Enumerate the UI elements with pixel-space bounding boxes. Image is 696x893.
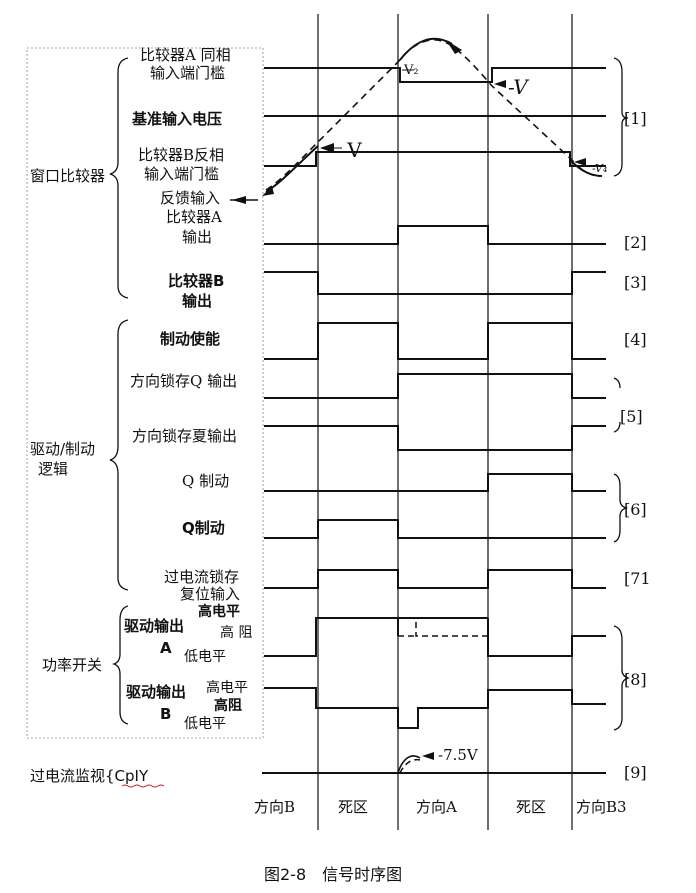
driveA-level-low: 低电平 <box>184 649 226 665</box>
section-labels: 窗口比较器 驱动/制动 逻辑 功率开关 过电流监视{CpIY <box>30 57 165 788</box>
label-qbrake: Q 制动 <box>182 472 229 490</box>
tag-4: [4] <box>624 330 647 349</box>
feedback-peak-solid <box>399 37 453 61</box>
brace-power <box>111 605 129 725</box>
label-cmpB-thresh: 比较器B反相输入端门槛 <box>138 146 224 183</box>
region-4: 死区 <box>516 798 546 816</box>
section-monitor-label: 过电流监视{CpIY <box>30 767 149 785</box>
feedback-rise-solid <box>265 145 319 193</box>
driveB-level-high: 高电平 <box>206 679 248 696</box>
section-drive-label: 驱动/制动 逻辑 <box>30 440 100 478</box>
annotation-negv-top: -V <box>508 75 530 99</box>
bracket-6 <box>613 473 629 543</box>
annotation-v4: -V₄ <box>592 162 607 175</box>
trace-cmpA-out <box>264 225 606 245</box>
trace-cmpB-out <box>264 271 606 295</box>
tag-2: [2] <box>624 233 647 252</box>
driveA-level-z: 高 阻 <box>220 624 252 641</box>
drive-outputs <box>264 617 606 729</box>
digital-traces <box>264 225 606 589</box>
tag-7: [71 <box>624 569 651 588</box>
driveB-level-z: 高阻 <box>214 697 242 714</box>
tag-3: [3] <box>624 273 647 292</box>
driveB-trace <box>264 687 606 729</box>
annotation-negv-left-arrow <box>320 143 334 153</box>
figure-caption: 图2-8 信号时序图 <box>264 865 402 884</box>
annotation-7-5v-arrow <box>422 752 434 760</box>
trace-oc-reset <box>264 569 606 589</box>
region-2: 死区 <box>338 798 368 816</box>
label-frame <box>26 47 264 739</box>
tags: [1] [2] [3] [4] [5] [6] [71 [8] [9] <box>613 57 651 782</box>
tag-9: [9] <box>624 763 647 782</box>
trace-dirQbar <box>264 425 606 451</box>
bracket-5 <box>613 377 621 433</box>
monitor-pulse-dash <box>399 758 421 774</box>
tag-6: [6] <box>624 500 647 519</box>
feedback-fall-solid <box>569 159 603 177</box>
brace-drive <box>109 319 129 591</box>
region-3: 方向A <box>416 798 457 816</box>
tag-1: [1] <box>624 109 647 128</box>
annotation-7-5v: -7.5V <box>438 746 479 764</box>
monitor-pulse <box>397 755 421 774</box>
feedback-curve <box>265 39 601 191</box>
cmpB-threshold-line <box>264 151 606 167</box>
label-dirQ: 方向锁存Q 输出 <box>130 372 237 390</box>
label-ref: 基准输入电压 <box>131 110 222 128</box>
label-cmpA-thresh: 比较器A 同相输入端门槛 <box>140 46 231 82</box>
annotation-negv-top-arrow <box>494 80 506 88</box>
bracket-8 <box>613 625 631 731</box>
trace-qbrake <box>264 473 606 492</box>
driveB-level-low: 低电平 <box>184 716 226 732</box>
overcurrent-trace: -7.5V <box>262 746 606 774</box>
trace-qbarbrake <box>264 519 606 539</box>
region-1: 方向B <box>254 798 295 816</box>
cmpA-threshold-line <box>264 67 606 83</box>
label-feedback: 反馈输入 <box>160 189 220 207</box>
annotation-v4-arrow <box>574 158 586 166</box>
feedback-arrow-top <box>446 40 462 54</box>
trace-brake-en <box>264 322 606 360</box>
label-oc-reset: 过电流锁存复位输入 <box>164 568 240 603</box>
annotation-negv-left: -V <box>342 138 362 162</box>
monitor-squiggle <box>121 784 165 788</box>
section-window-label: 窗口比较器 <box>30 167 105 185</box>
signal-labels: 比较器A 同相输入端门槛 基准输入电压 比较器B反相输入端门槛 反馈输入 比较器… <box>124 46 252 732</box>
tag-8: [8] <box>624 670 647 689</box>
brace-window <box>109 57 129 299</box>
driveA-trace <box>264 617 606 657</box>
bracket-1 <box>613 57 629 177</box>
section-power-label: 功率开关 <box>42 656 102 674</box>
region-labels: 方向B 死区 方向A 死区 方向B3 <box>254 798 627 816</box>
driveA-level-high: 高电平 <box>198 603 240 620</box>
tag-5: [5] <box>620 407 643 426</box>
region-5: 方向B3 <box>576 798 627 816</box>
analog-traces: V₂ -V -V -V₄ <box>230 37 607 204</box>
trace-dirQ <box>264 373 606 399</box>
label-dirQbar: 方向锁存夏输出 <box>132 427 237 445</box>
label-brake-en: 制动使能 <box>160 330 220 348</box>
feedback-arrow-left <box>262 186 274 196</box>
driveA-highz-dash <box>398 622 488 637</box>
label-qbarbrake: Q制动 <box>182 519 225 537</box>
